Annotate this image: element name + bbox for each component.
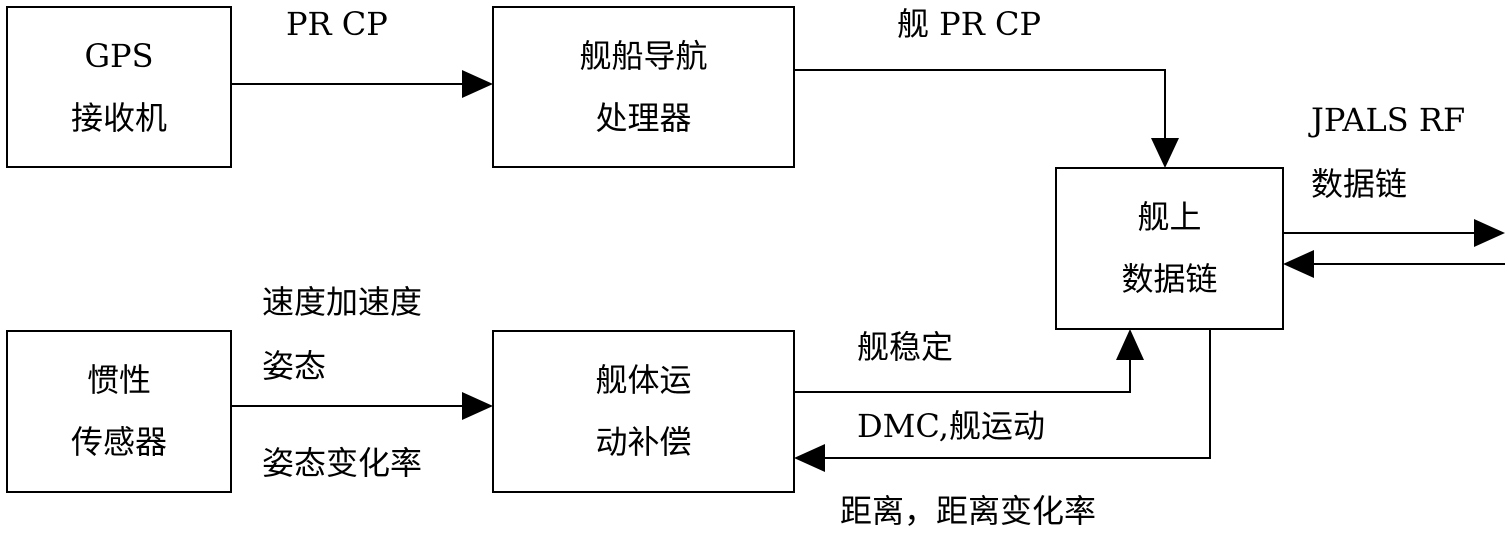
inertial-sensor-box [6, 330, 232, 493]
inertial-sensor-line1: 惯性 [86, 361, 151, 399]
gps-receiver-line1: GPS [84, 37, 154, 75]
nav-processor-line1: 舰船导航 [579, 37, 708, 75]
motion-compensation-line1: 舰体运 [595, 361, 692, 399]
nav-processor-box [492, 6, 795, 168]
nav-processor-line2: 处理器 [595, 99, 692, 137]
label-ship-stabilized: 舰稳定 [857, 328, 954, 366]
label-velocity-accel: 速度加速度 [262, 283, 423, 321]
inertial-sensor-line2: 传感器 [70, 423, 167, 461]
label-range-rate: 距离，距离变化率 [840, 492, 1097, 530]
datalink-box [1055, 167, 1284, 330]
arrow-rf-to-datalink [1283, 250, 1505, 278]
label-ship-pr-cp: 舰 PR CP [897, 5, 1041, 43]
arrow-gps-to-nav [231, 70, 493, 98]
motion-compensation-box [492, 330, 795, 493]
label-attitude: 姿态 [262, 347, 327, 385]
nav-processor-label: 舰船导航 处理器 [493, 25, 794, 149]
label-jpals-rf: JPALS RF [1311, 101, 1466, 139]
arrow-nav-to-datalink [794, 69, 1179, 168]
arrow-datalink-to-rf [1283, 219, 1505, 247]
datalink-line1: 舰上 [1137, 198, 1202, 236]
inertial-sensor-label: 惯性 传感器 [7, 349, 231, 473]
label-datalink-rf: 数据链 [1311, 165, 1408, 203]
gps-receiver-label: GPS 接收机 [7, 25, 231, 149]
datalink-label: 舰上 数据链 [1056, 186, 1283, 310]
motion-compensation-line2: 动补偿 [595, 423, 692, 461]
arrow-comp-to-datalink [794, 329, 1144, 393]
gps-receiver-line2: 接收机 [70, 99, 167, 137]
arrow-datalink-to-comp [794, 329, 1211, 472]
label-attitude-rate: 姿态变化率 [262, 444, 423, 482]
gps-receiver-box [6, 6, 232, 168]
label-pr-cp: PR CP [286, 5, 388, 43]
label-dmc-ship-motion: DMC,舰运动 [857, 407, 1045, 445]
arrow-ins-to-comp [231, 392, 493, 420]
motion-compensation-label: 舰体运 动补偿 [493, 349, 794, 473]
datalink-line2: 数据链 [1121, 260, 1218, 298]
